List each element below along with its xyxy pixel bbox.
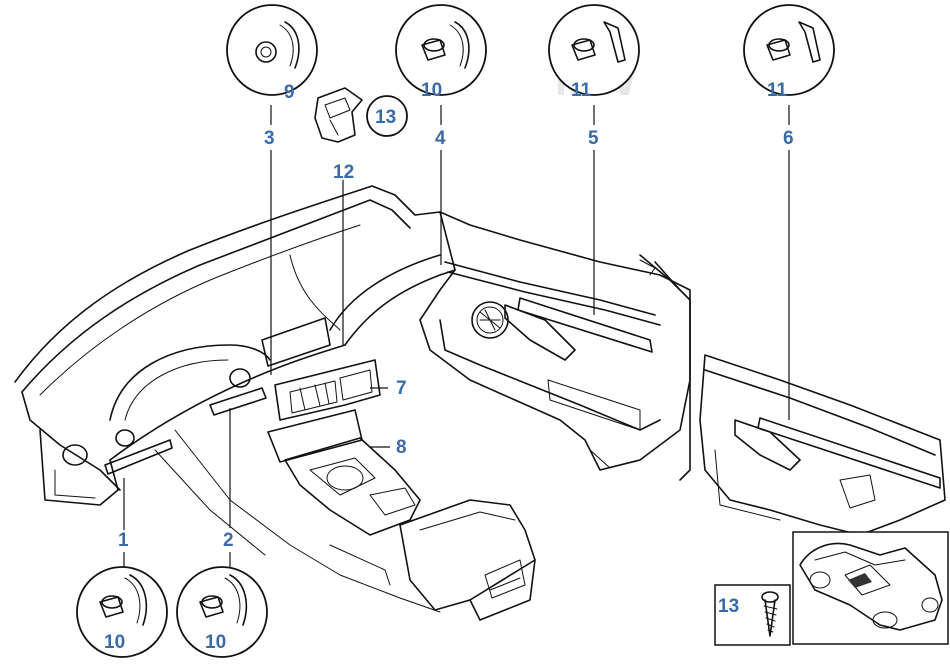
part-2-trim bbox=[209, 387, 267, 416]
detail-circle-10-bottom-right bbox=[176, 566, 268, 658]
callout-10-bottom-left: 10 bbox=[104, 632, 125, 653]
detail-circle-13 bbox=[366, 95, 408, 137]
front-door-illustration bbox=[419, 211, 691, 481]
detail-circle-9 bbox=[226, 4, 318, 96]
car-inset bbox=[792, 531, 949, 645]
clip-fastener-icon bbox=[255, 21, 300, 69]
clip-fastener-icon bbox=[571, 21, 626, 63]
callout-3: 3 bbox=[264, 128, 275, 149]
detail-circle-10-top bbox=[395, 4, 487, 96]
clip-fastener-icon bbox=[99, 574, 147, 626]
car-silhouette-icon bbox=[799, 542, 943, 631]
part-7-bezel bbox=[274, 359, 381, 421]
detail-circle-10-bottom-left bbox=[76, 566, 168, 658]
part-8-console-trim bbox=[284, 437, 421, 536]
rear-door-illustration bbox=[699, 354, 946, 536]
callout-5: 5 bbox=[588, 128, 599, 149]
callout-9: 9 bbox=[284, 82, 295, 103]
callout-10-bottom-right: 10 bbox=[205, 632, 226, 653]
screw-icon bbox=[761, 591, 779, 637]
leader-lines bbox=[123, 105, 790, 568]
callout-4: 4 bbox=[435, 128, 446, 149]
callout-7: 7 bbox=[396, 378, 407, 399]
callout-11-b: 11 bbox=[767, 80, 788, 101]
clip-fastener-icon bbox=[421, 21, 470, 69]
part-12-bracket bbox=[314, 87, 363, 143]
callout-13-top: 13 bbox=[375, 107, 396, 128]
callout-11-a: 11 bbox=[571, 80, 592, 101]
part-1-trim bbox=[104, 439, 173, 475]
callout-1: 1 bbox=[118, 530, 129, 551]
part-6-trim bbox=[757, 417, 941, 489]
screw-inset bbox=[714, 584, 791, 646]
callout-6: 6 bbox=[783, 128, 794, 149]
detail-circle-11-b bbox=[743, 4, 835, 96]
detail-circle-11-a bbox=[548, 4, 640, 96]
callout-8: 8 bbox=[396, 437, 407, 458]
callout-13-inset: 13 bbox=[718, 596, 739, 617]
dashboard-illustration bbox=[14, 185, 536, 621]
callout-labels: 9 10 11 11 3 4 5 6 13 12 7 8 1 2 10 10 1… bbox=[104, 80, 794, 653]
callout-2: 2 bbox=[223, 530, 234, 551]
callout-12: 12 bbox=[333, 162, 354, 183]
clip-fastener-icon bbox=[766, 21, 821, 63]
part-5-trim bbox=[517, 297, 653, 353]
callout-10-top: 10 bbox=[421, 80, 442, 101]
clip-fastener-icon bbox=[199, 574, 247, 626]
part-12-panel bbox=[261, 317, 331, 367]
